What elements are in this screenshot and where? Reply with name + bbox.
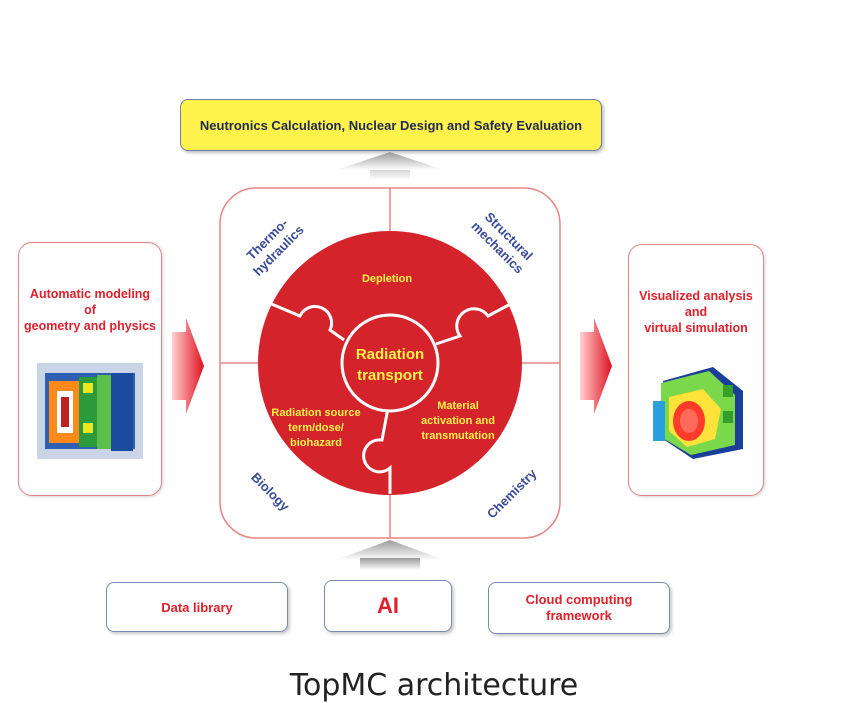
material-line3: transmutation [421, 430, 495, 442]
up-arrow-top-head [336, 152, 444, 170]
visualization-line3: virtual simulation [644, 321, 748, 335]
data-library-box: Data library [106, 582, 288, 632]
core-line2: transport [357, 367, 423, 384]
radiation-line1: Radiation source [271, 407, 360, 419]
ai-label: AI [377, 593, 399, 618]
visualization-box: Visualized analysis and virtual simulati… [628, 244, 764, 496]
radiation-line2: term/dose/ [288, 422, 344, 434]
up-arrow-bottom-shaft [360, 558, 420, 570]
depletion-label: Depletion [362, 273, 412, 285]
puzzle-seam-bottom [362, 407, 392, 494]
puzzle-seam-right [435, 298, 519, 346]
material-line1: Material [437, 400, 479, 412]
up-arrow-bottom [336, 540, 444, 560]
visualization-line1: Visualized analysis [639, 289, 753, 303]
cloud-framework-box: Cloud computing framework [488, 582, 670, 634]
ai-box: AI [324, 580, 452, 632]
radiation-line3: biohazard [290, 437, 342, 449]
data-library-label: Data library [161, 599, 233, 615]
neutronics-label: Neutronics Calculation, Nuclear Design a… [199, 117, 583, 133]
modeling-line2: of [84, 303, 96, 317]
figure-caption: TopMC architecture [289, 668, 579, 703]
modeling-box: Automatic modeling of geometry and physi… [18, 242, 162, 496]
center-ring [340, 313, 440, 413]
cloud-line2: framework [546, 608, 612, 623]
modeling-line1: Automatic modeling [29, 287, 151, 301]
left-red-arrow [172, 318, 204, 414]
modeling-line3: geometry and physics [24, 319, 156, 333]
cloud-line1: Cloud computing [525, 592, 633, 607]
puzzle-seam-left [261, 298, 345, 342]
core-line1: Radiation [356, 346, 424, 363]
simulation-model-image [653, 367, 743, 459]
right-red-arrow [580, 318, 612, 414]
reactor-model-image [37, 363, 143, 459]
neutronics-box: Neutronics Calculation, Nuclear Design a… [180, 99, 602, 151]
visualization-line2: and [684, 305, 708, 319]
material-line2: activation and [421, 415, 495, 427]
